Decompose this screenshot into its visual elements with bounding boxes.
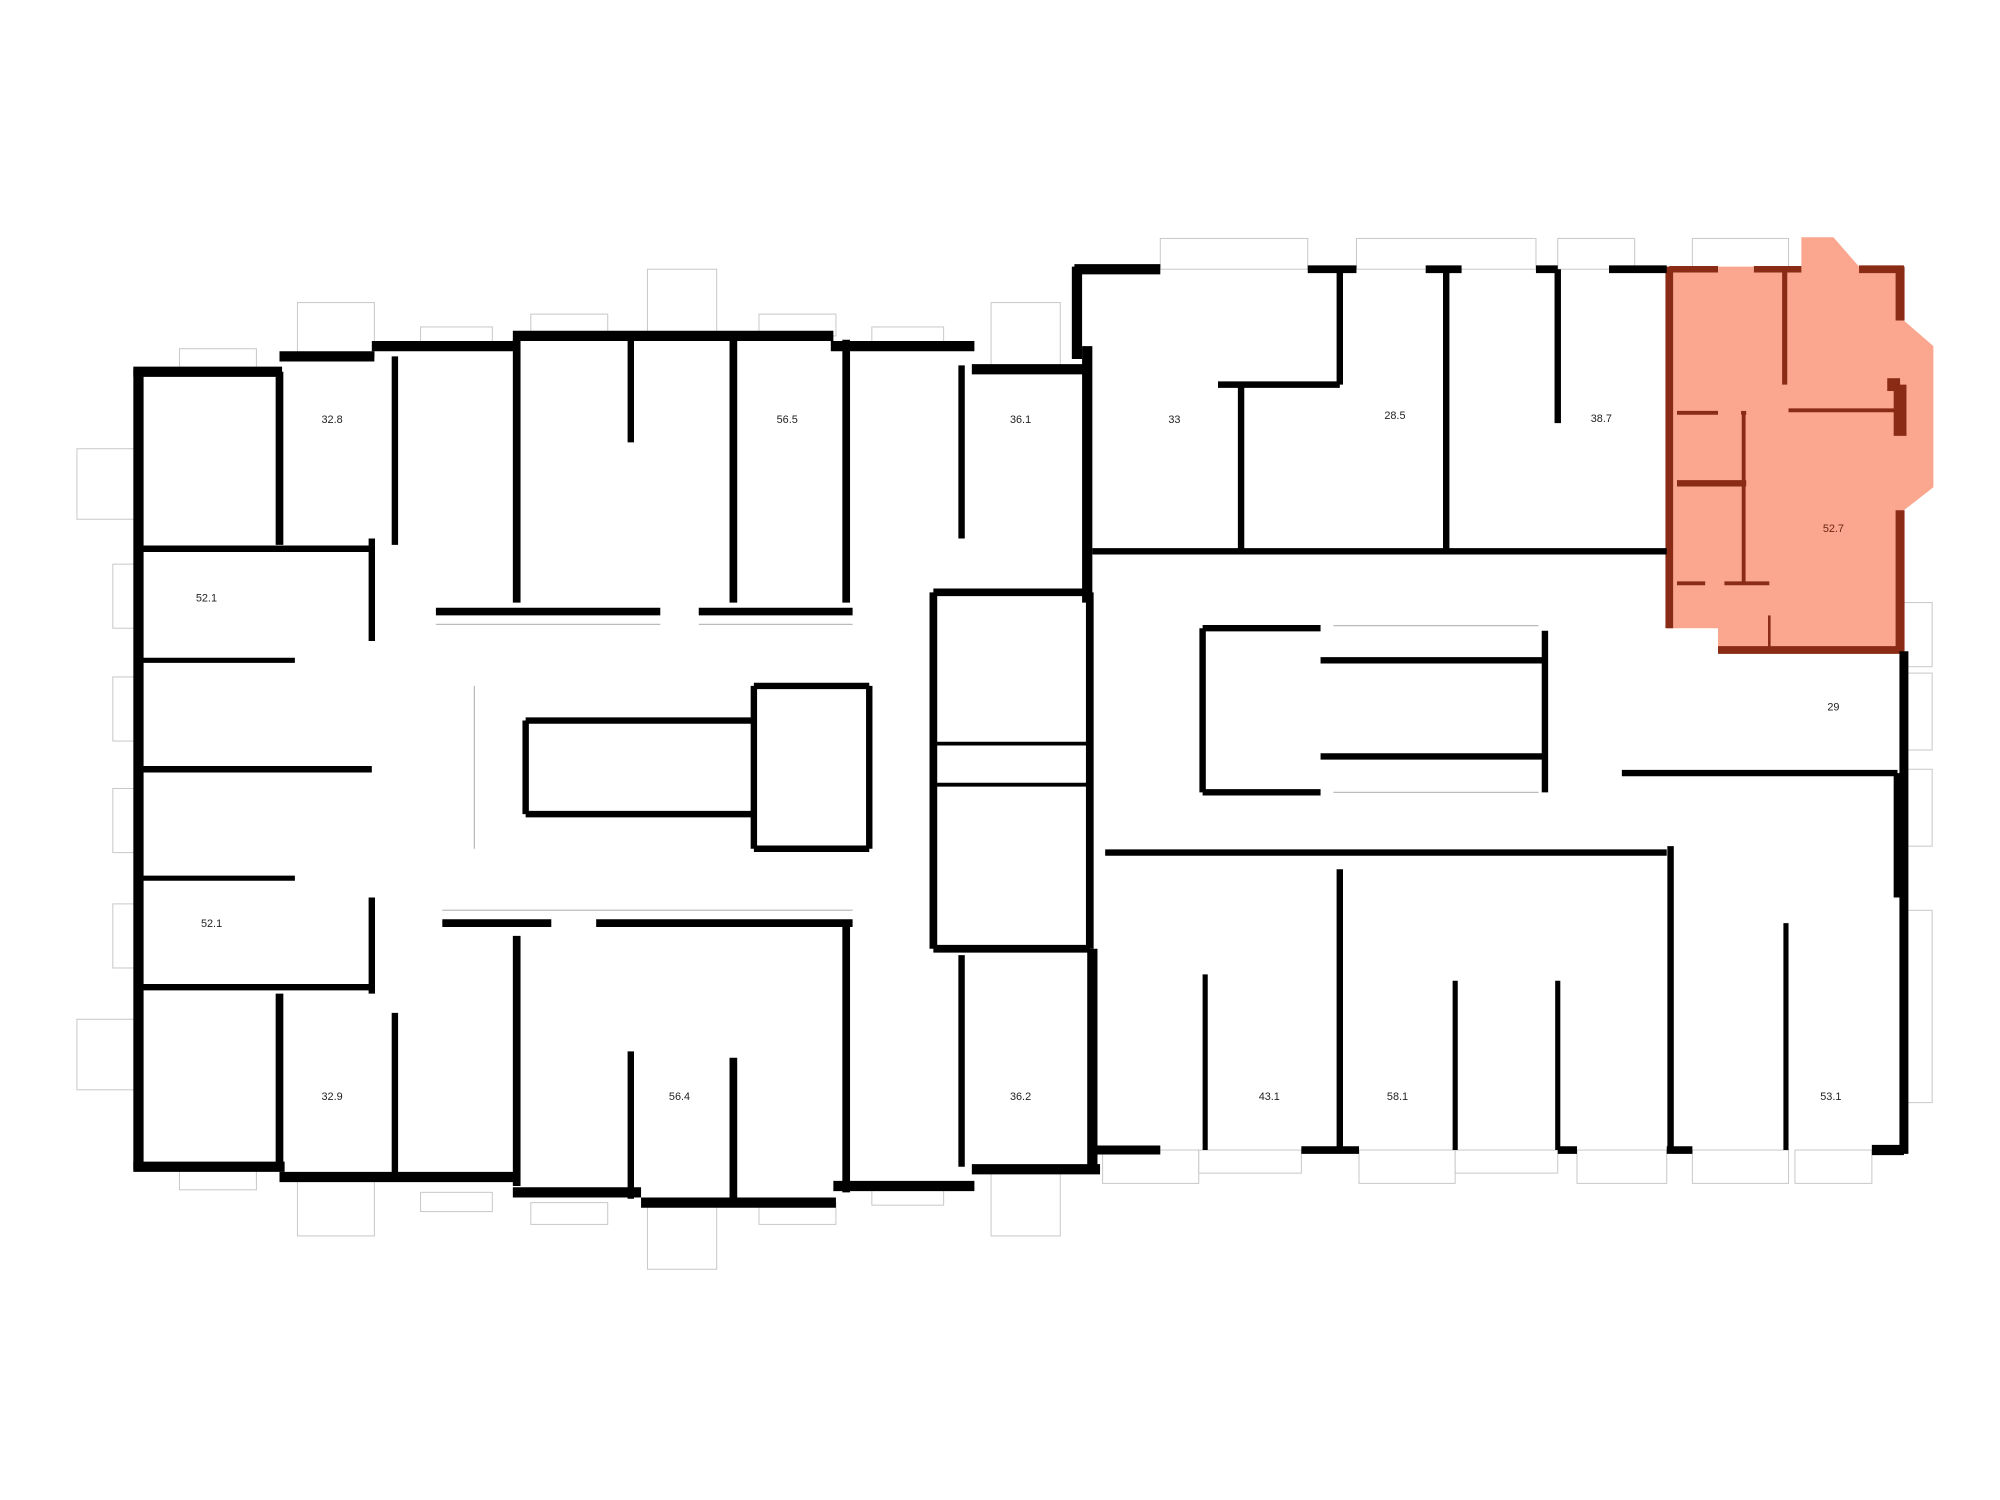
apartment-area-label[interactable]: 38.7 [1591, 413, 1612, 425]
balcony [1903, 672, 1933, 751]
apartment-area-label[interactable]: 58.1 [1387, 1091, 1408, 1103]
apartment-area-label[interactable]: 36.2 [1010, 1091, 1031, 1103]
partitions [435, 623, 1539, 911]
balcony [76, 448, 137, 520]
balcony [990, 1168, 1061, 1237]
selected-apartment-area-label[interactable]: 52.7 [1823, 523, 1844, 535]
balcony [1355, 237, 1537, 270]
apartment-area-label[interactable]: 52.1 [196, 592, 217, 604]
apartment-52-7-highlight[interactable] [1665, 237, 1934, 654]
balcony [420, 1191, 493, 1213]
apartment-area-label[interactable]: 28.5 [1384, 410, 1405, 422]
apartment-area-label[interactable]: 52.1 [201, 918, 222, 930]
apartment-area-label[interactable]: 56.4 [669, 1091, 690, 1103]
apartment-area-label[interactable]: 43.1 [1259, 1091, 1280, 1103]
balcony [1358, 1149, 1456, 1184]
balcony [1102, 1149, 1200, 1184]
balcony [1794, 1149, 1873, 1184]
apartment-area-label[interactable]: 32.9 [321, 1091, 342, 1103]
balcony [296, 1176, 375, 1237]
balcony [1691, 237, 1790, 270]
apartment-52-7-fill[interactable] [1666, 237, 1934, 652]
balcony [1557, 237, 1636, 270]
apartment-area-label[interactable]: 32.8 [321, 414, 342, 426]
balcony [530, 1202, 609, 1225]
balcony [1691, 1149, 1790, 1184]
apartment-area-label[interactable]: 56.5 [777, 414, 798, 426]
apartment-area-label[interactable]: 33 [1168, 414, 1180, 426]
balcony [646, 1202, 718, 1270]
balcony [296, 302, 375, 357]
balcony [990, 302, 1061, 370]
apartment-area-label[interactable]: 29 [1827, 701, 1839, 713]
walls [133, 264, 1909, 1208]
balcony [1454, 1149, 1559, 1174]
apartment-area-label[interactable]: 36.1 [1010, 414, 1031, 426]
balcony [1903, 768, 1933, 847]
balconies [76, 237, 1933, 1270]
balcony [76, 1018, 137, 1091]
balcony [1198, 1149, 1302, 1174]
balcony [1159, 237, 1309, 270]
apartment-52-7-walls [1665, 265, 1907, 654]
balcony [646, 268, 718, 337]
apartment-area-label[interactable]: 53.1 [1820, 1091, 1841, 1103]
balcony [1576, 1149, 1668, 1184]
